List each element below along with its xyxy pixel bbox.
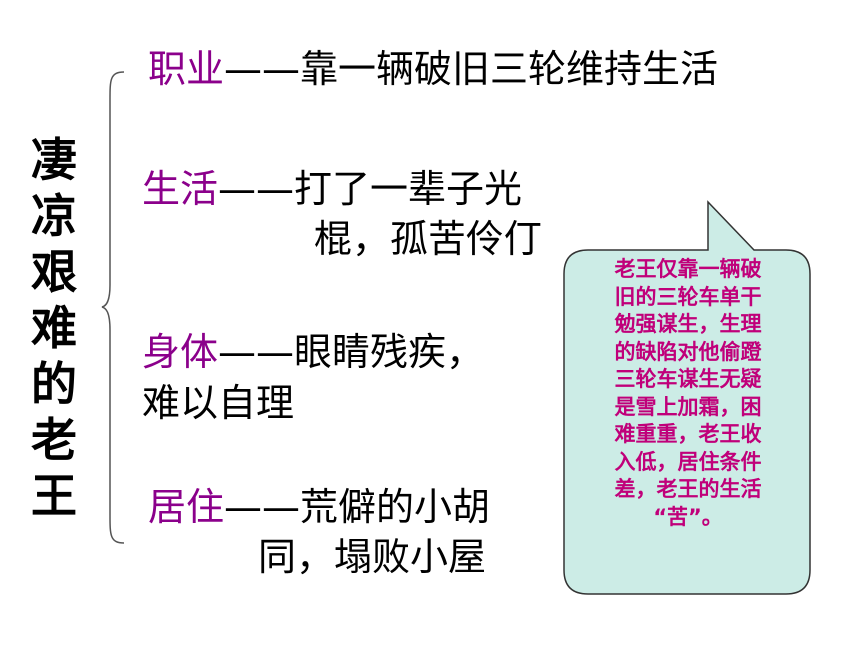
item-text: 眼睛残疾， (294, 330, 485, 374)
curly-brace-icon (101, 71, 125, 544)
callout-line: “苦”。 (653, 504, 723, 529)
title-char: 艰 (31, 245, 77, 299)
title-char: 王 (31, 469, 77, 523)
title-char: 的 (31, 357, 77, 411)
item-text: 难以自理 (142, 381, 295, 425)
item-health: 身体——眼睛残疾， (142, 327, 484, 377)
callout-line: 难重重，老王收 (614, 422, 762, 446)
callout-text: 老王仅靠一辆破 旧的三轮车单干 勉强谋生，生理 的缺陷对他偷蹬 三轮车谋生无疑 … (572, 256, 804, 531)
item-life: 生活——打了一辈子光 (142, 164, 522, 214)
title-char: 难 (31, 301, 77, 355)
callout-line: 的缺陷对他偷蹬 (614, 339, 762, 364)
item-text: 打了一辈子光 (294, 167, 523, 211)
item-key: 职业 (148, 47, 225, 91)
callout-line: 旧的三轮车单干 (614, 284, 762, 309)
item-life-continued: 棍，孤苦伶仃 (314, 214, 542, 264)
item-key: 居住 (148, 485, 225, 529)
item-dash: —— (218, 330, 295, 374)
callout-line: 差，老王的生活 (614, 477, 762, 501)
speech-bubble (563, 200, 811, 595)
item-residence: 居住——荒僻的小胡 (148, 482, 490, 532)
callout-line: 是雪上加霜，困 (614, 394, 762, 419)
callout-line: 老王仅靠一辆破 (614, 257, 762, 281)
item-residence-continued: 同，塌败小屋 (258, 532, 486, 582)
item-key: 生活 (142, 167, 219, 211)
title-char: 凄 (31, 133, 77, 187)
item-dash: —— (218, 167, 295, 211)
item-key: 身体 (142, 330, 219, 374)
vertical-title: 凄 凉 艰 难 的 老 王 (18, 132, 90, 524)
title-char: 凉 (31, 189, 77, 243)
item-dash: —— (224, 47, 301, 91)
callout-line: 三轮车谋生无疑 (614, 367, 762, 391)
item-text: 棍，孤苦伶仃 (314, 217, 543, 261)
item-occupation: 职业——靠一辆破旧三轮维持生活 (148, 44, 718, 94)
callout-line: 勉强谋生，生理 (614, 312, 762, 336)
callout-line: 入低，居住条件 (614, 449, 762, 474)
item-text: 同，塌败小屋 (258, 535, 487, 579)
title-char: 老 (31, 413, 77, 467)
item-health-continued: 难以自理 (142, 378, 294, 428)
item-dash: —— (224, 485, 301, 529)
item-text: 靠一辆破旧三轮维持生活 (300, 47, 719, 91)
item-text: 荒僻的小胡 (300, 485, 491, 529)
